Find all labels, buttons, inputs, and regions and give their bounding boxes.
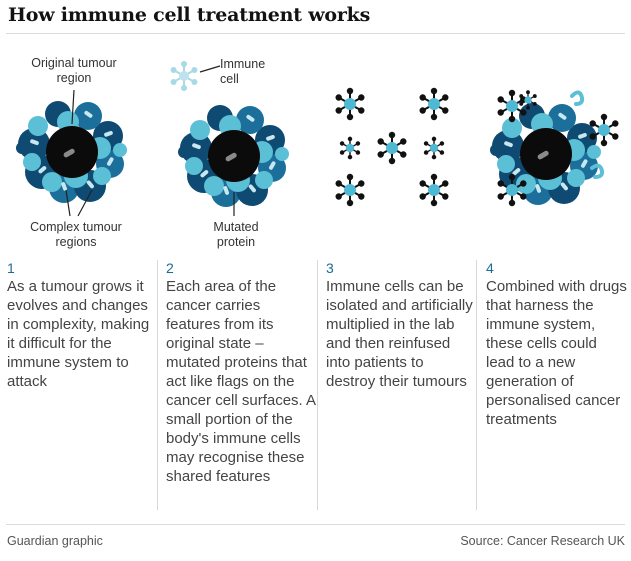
footer-divider — [6, 524, 625, 525]
original-region-label: Original tumour region — [31, 56, 117, 85]
title-divider — [6, 33, 625, 34]
page-title: How immune cell treatment works — [8, 4, 371, 26]
column-divider — [157, 260, 158, 510]
source-text: Source: Cancer Research UK — [460, 534, 625, 548]
column-divider — [317, 260, 318, 510]
step-number: 3 — [326, 260, 334, 276]
credit-text: Guardian graphic — [7, 534, 103, 548]
step-number: 1 — [7, 260, 15, 276]
step-2: 2 Each area of the cancer carries featur… — [166, 260, 316, 486]
step-1: 1 As a tumour grows it evolves and chang… — [7, 260, 157, 391]
immune-cell-label: Immune cell — [220, 57, 266, 86]
step-text: As a tumour grows it evolves and changes… — [7, 278, 150, 390]
tumour-cluster-1 — [16, 101, 127, 203]
step-text: Combined with drugs that harness the imm… — [486, 278, 627, 428]
step-text: Immune cells can be isolated and artific… — [326, 278, 473, 390]
step-text: Each area of the cancer carries features… — [166, 278, 316, 485]
mutated-protein-label: Mutated protein — [213, 220, 259, 249]
tumour-cluster-2 — [178, 105, 289, 207]
step-4: 4 Combined with drugs that harness the i… — [486, 260, 628, 429]
column-divider — [476, 260, 477, 510]
step-number: 4 — [486, 260, 494, 276]
diagram-illustration — [16, 60, 620, 217]
immune-cell-icon — [169, 60, 199, 92]
complex-regions-label: Complex tumour regions — [30, 220, 122, 249]
step-number: 2 — [166, 260, 174, 276]
multiplied-immune-cells — [334, 86, 450, 208]
step-3: 3 Immune cells can be isolated and artif… — [326, 260, 476, 391]
